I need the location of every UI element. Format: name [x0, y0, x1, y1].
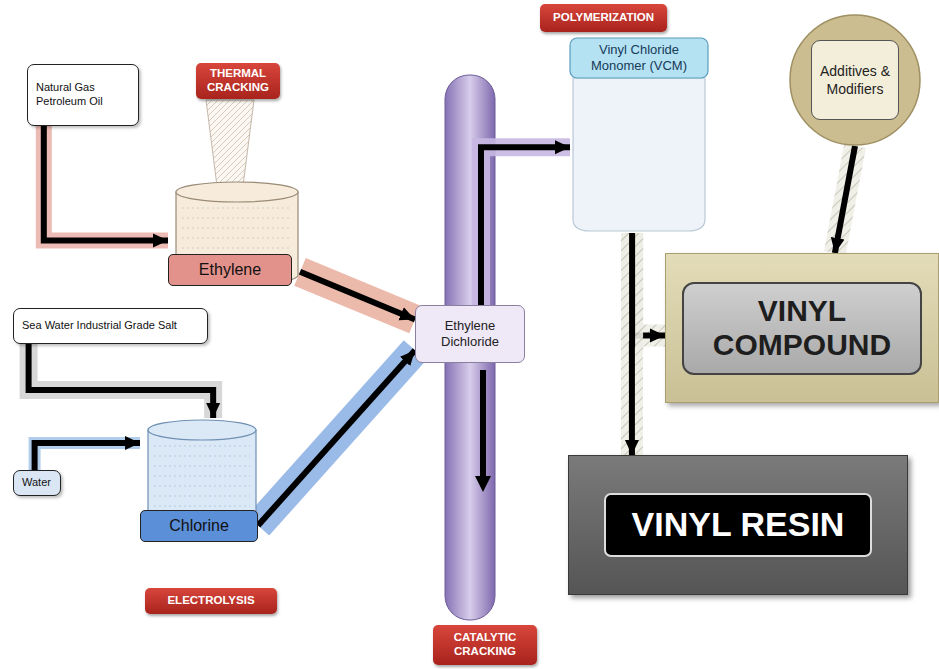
tank-texture — [182, 228, 292, 229]
tank-texture — [182, 218, 292, 219]
node-label: Chlorine — [140, 510, 258, 542]
process-node: Sea Water Industrial Grade Salt — [13, 308, 208, 344]
node-label: Sea Water Industrial Grade Salt — [14, 315, 185, 337]
process-node: Ethylene — [168, 180, 300, 292]
process-node: VINYL RESIN — [568, 455, 908, 595]
tank-texture — [154, 456, 250, 457]
flow-group — [835, 146, 855, 253]
column-flow-arrowhead — [475, 476, 491, 492]
process-node: Additives & Modifiers — [789, 14, 921, 146]
tank-texture — [154, 466, 250, 467]
flow-pipe — [258, 350, 415, 525]
flow-arrow — [300, 272, 415, 320]
node-label: Vinyl Chloride Monomer (VCM) — [570, 38, 708, 78]
node-label: Water — [14, 472, 59, 494]
node-label: VINYL COMPOUND — [682, 282, 922, 375]
flow-arrow — [35, 443, 140, 470]
process-node: VINYL COMPOUND — [665, 253, 939, 403]
node-label: Natural Gas Petroleum Oil — [28, 77, 138, 113]
process-node: Water — [13, 470, 61, 496]
cracking-funnel — [206, 100, 254, 186]
reactor-vessel — [573, 78, 705, 231]
flow-pipe — [835, 146, 855, 253]
node-label: THERMAL CRACKING — [196, 64, 280, 98]
process-node: Ethylene Dichloride — [415, 305, 525, 363]
node-label: CATALYTIC CRACKING — [433, 628, 537, 662]
flow-group — [300, 272, 415, 320]
flow-arrow — [44, 126, 168, 240]
tank-texture — [154, 496, 250, 497]
flow-pipe — [29, 344, 214, 418]
flow-group — [35, 443, 140, 470]
tank-texture — [182, 238, 292, 239]
flow-pipe — [44, 126, 168, 240]
tank-texture — [154, 476, 250, 477]
tank-texture — [182, 208, 292, 209]
process-node: POLYMERIZATION — [540, 4, 667, 32]
flow-arrow — [629, 233, 635, 455]
process-node: Chlorine — [140, 418, 258, 543]
flow-group — [44, 126, 168, 240]
flow-group — [481, 147, 570, 305]
node-label: VINYL RESIN — [604, 493, 873, 556]
flow-pipe — [621, 233, 643, 455]
tank-texture — [154, 506, 250, 507]
node-label: Additives & Modifiers — [811, 40, 899, 120]
column-flow-arrow — [480, 370, 486, 478]
flow-pipe — [481, 147, 570, 305]
node-label: ELECTROLYSIS — [161, 591, 260, 611]
flow-arrow — [258, 350, 415, 525]
process-node: THERMAL CRACKING — [196, 63, 280, 99]
flow-group — [258, 350, 415, 525]
tank-texture — [182, 248, 292, 249]
flow-pipe — [35, 443, 140, 470]
flow-pipe — [300, 272, 415, 320]
tank-top — [176, 182, 298, 202]
flow-arrow — [29, 344, 214, 418]
flow-arrow — [481, 147, 570, 305]
node-label: POLYMERIZATION — [547, 8, 660, 28]
process-node: Natural Gas Petroleum Oil — [27, 64, 139, 126]
flow-group — [29, 344, 214, 418]
node-label: Ethylene — [168, 254, 292, 286]
flow-group — [631, 233, 632, 455]
tank-top — [148, 420, 256, 440]
vessel-head — [570, 38, 708, 78]
process-node: CATALYTIC CRACKING — [433, 625, 537, 665]
node-label: Ethylene Dichloride — [416, 314, 524, 355]
tank-texture — [154, 486, 250, 487]
process-node: ELECTROLYSIS — [145, 588, 277, 614]
flow-arrow — [835, 146, 855, 253]
process-node: Vinyl Chloride Monomer (VCM) — [570, 38, 708, 233]
additive-hopper — [790, 15, 920, 145]
tank-texture — [154, 446, 250, 447]
